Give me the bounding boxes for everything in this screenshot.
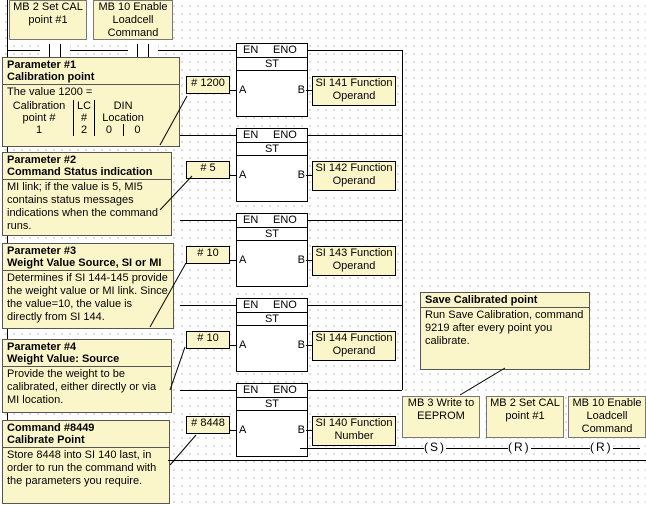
bottom-rung-wire bbox=[168, 460, 646, 461]
input-constant[interactable]: # 10 bbox=[186, 246, 230, 264]
st-block-name: ST bbox=[237, 228, 307, 241]
input-constant[interactable]: # 1200 bbox=[186, 76, 230, 94]
coil-label: MB 3 Write to EEPROM bbox=[402, 396, 480, 438]
callout-parameter-1: Parameter #1 Calibration point The value… bbox=[2, 57, 180, 147]
pin-a-label: A bbox=[239, 254, 247, 266]
contact-mb2[interactable] bbox=[40, 44, 70, 57]
coil-rung-wire bbox=[300, 448, 640, 449]
callout-title: Parameter #4 Weight Value: Source bbox=[3, 340, 171, 367]
pin-a-label: A bbox=[239, 169, 247, 181]
input-constant[interactable]: # 8448 bbox=[186, 416, 230, 434]
callout-command-8449: Command #8449 Calibrate Point Store 8448… bbox=[2, 420, 170, 504]
callout-parameter-4: Parameter #4 Weight Value: Source Provid… bbox=[2, 339, 172, 413]
st-block[interactable]: ST A B bbox=[236, 397, 308, 457]
coil-symbol[interactable]: (R) bbox=[590, 440, 613, 454]
st-block-name: ST bbox=[237, 58, 307, 71]
contact-label-mb10: MB 10 Enable Loadcell Command bbox=[93, 0, 173, 40]
st-block[interactable]: ST A B bbox=[236, 227, 308, 287]
coil-label: MB 10 Enable Loadcell Command bbox=[568, 396, 646, 438]
pin-b-label: B bbox=[297, 254, 305, 266]
contact-mb10[interactable] bbox=[128, 44, 158, 57]
output-operand[interactable]: SI 143 Function Operand bbox=[312, 246, 396, 276]
pin-a-label: A bbox=[239, 84, 247, 96]
callout-title: Parameter #3 Weight Value Source, SI or … bbox=[3, 244, 173, 271]
pin-b-label: B bbox=[297, 424, 305, 436]
callout-body: MI link; if the value is 5, MI5 contains… bbox=[7, 181, 159, 232]
callout-save-calibrated-point: Save Calibrated point Run Save Calibrati… bbox=[420, 292, 590, 370]
callout-parameter-3: Parameter #3 Weight Value Source, SI or … bbox=[2, 243, 174, 329]
callout-title: Parameter #2 Command Status indication bbox=[3, 153, 171, 180]
st-block[interactable]: ST A B bbox=[236, 312, 308, 372]
pin-b-label: B bbox=[297, 169, 305, 181]
contact-label-mb2: MB 2 Set CAL point #1 bbox=[9, 0, 87, 40]
callout-body: Store 8448 into SI 140 last, in order to… bbox=[7, 449, 157, 487]
output-operand[interactable]: SI 144 Function Operand bbox=[312, 331, 396, 361]
st-block[interactable]: ST A B bbox=[236, 57, 308, 117]
st-block-name: ST bbox=[237, 143, 307, 156]
output-operand[interactable]: SI 142 Function Operand bbox=[312, 161, 396, 191]
callout-title: Parameter #1 Calibration point bbox=[3, 58, 179, 85]
callout-body: The value 1200 = bbox=[7, 86, 93, 98]
coil-symbol[interactable]: (R) bbox=[508, 440, 531, 454]
input-constant[interactable]: # 5 bbox=[186, 161, 230, 179]
pin-a-label: A bbox=[239, 424, 247, 436]
callout-title: Save Calibrated point bbox=[421, 293, 589, 308]
st-block-name: ST bbox=[237, 398, 307, 411]
top-rung-wire bbox=[7, 50, 237, 51]
coil-label: MB 2 Set CAL point #1 bbox=[486, 396, 564, 438]
pin-b-label: B bbox=[297, 339, 305, 351]
output-operand[interactable]: SI 140 Function Number bbox=[312, 416, 396, 446]
pin-b-label: B bbox=[297, 84, 305, 96]
callout-parameter-2: Parameter #2 Command Status indication M… bbox=[2, 152, 172, 236]
callout-body: Run Save Calibration, command 9219 after… bbox=[425, 309, 584, 347]
st-block[interactable]: ST A B bbox=[236, 142, 308, 202]
callout-body: Provide the weight to be calibrated, eit… bbox=[7, 368, 157, 406]
st-block-name: ST bbox=[237, 313, 307, 326]
callout-title: Command #8449 Calibrate Point bbox=[3, 421, 169, 448]
coil-symbol[interactable]: (S) bbox=[424, 440, 446, 454]
input-constant[interactable]: # 10 bbox=[186, 331, 230, 349]
callout-body: Determines if SI 144-145 provide the wei… bbox=[7, 272, 168, 323]
pin-a-label: A bbox=[239, 339, 247, 351]
output-operand[interactable]: SI 141 Function Operand bbox=[312, 76, 396, 106]
